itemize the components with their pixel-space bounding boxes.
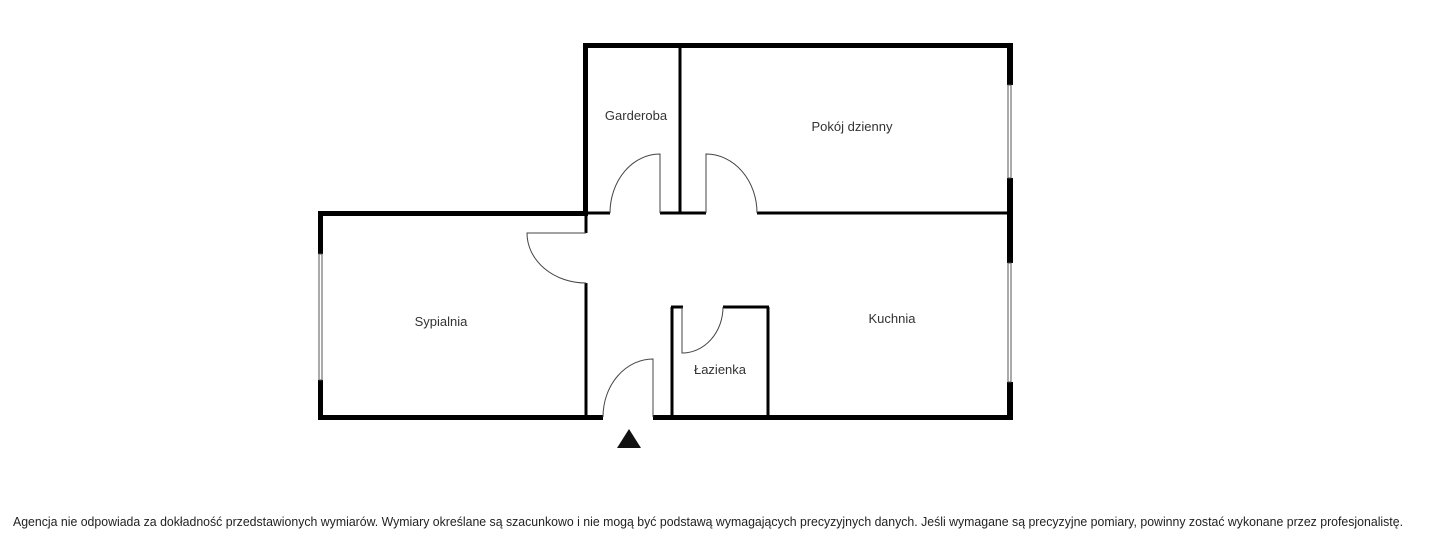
outer-walls [318, 43, 1013, 420]
kitchen-window [1007, 262, 1012, 383]
bathroom-door [681, 306, 724, 354]
inner-walls [584, 46, 1008, 417]
garderoba-door [609, 153, 661, 214]
room-label-bedroom: Sypialnia [415, 314, 469, 329]
disclaimer-text: Agencja nie odpowiada za dokładność prze… [13, 515, 1403, 529]
room-label-living-room: Pokój dzienny [812, 119, 893, 134]
living-room-door [705, 153, 758, 214]
doors [526, 153, 758, 418]
entrance-arrow-icon [617, 429, 641, 448]
room-label-garderoba: Garderoba [605, 108, 668, 123]
room-label-kitchen: Kuchnia [869, 311, 917, 326]
living-room-window [1007, 84, 1012, 179]
bedroom-window [318, 253, 323, 381]
bedroom-door [526, 232, 587, 284]
windows [318, 84, 1012, 383]
room-label-bathroom: Łazienka [694, 362, 747, 377]
entrance-door [602, 358, 654, 418]
